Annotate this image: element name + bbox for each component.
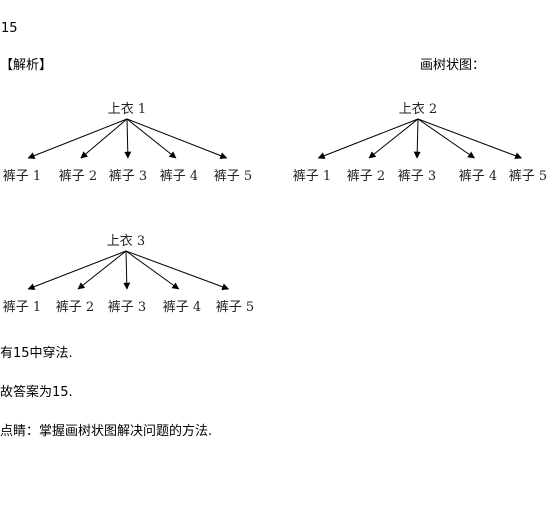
tree-branch-arrow [125,250,180,290]
tree-leaf-label: 裤子 4 [459,169,497,184]
tree-diagram-label: 画树状图： [420,58,486,73]
tree-branch-arrow [27,118,128,159]
ways-count-sentence: 有15中穿法. [0,346,73,361]
tree-leaf-label: 裤子 4 [163,300,201,315]
tree-diagrams: 上衣 1 裤子 1 裤子 2 裤子 3 裤子 4 裤子 5 上衣 2 裤子 1 裤子 2 裤子 3… [3,101,547,315]
tree-leaf-label: 裤子 2 [59,169,97,184]
tree-root-label: 上衣 2 [399,101,437,117]
tree-leaf-label: 裤子 2 [347,169,385,184]
tree-branch-arrow [126,118,228,159]
tree-leaf-label: 裤子 5 [509,169,547,184]
tree-leaf-label: 裤子 5 [216,300,254,315]
tree-leaf-label: 裤子 5 [214,169,252,184]
tree-branch-arrow [413,118,421,159]
tree-branch-arrow [123,250,131,290]
tree-leaf-label: 裤子 3 [108,300,146,315]
tree-branch-arrow [77,250,127,290]
tree-root-label: 上衣 1 [108,101,146,117]
answer-value: 15 [1,21,18,36]
tree-branch-arrow [368,118,419,159]
tree-branch-arrow [317,118,419,159]
tree-branch-arrow [27,250,127,290]
tree-leaf-label: 裤子 1 [293,169,331,184]
tree-leaf-label: 裤子 3 [109,169,147,184]
tree-leaf-label: 裤子 1 [3,300,41,315]
tree-leaf-label: 裤子 3 [398,169,436,184]
tip-sentence: 点睛：掌握画树状图解决问题的方法. [0,424,213,439]
conclusion-sentence: 故答案为15. [0,385,73,400]
tree-branch-arrow [80,118,128,159]
tree-branch-arrow [417,118,475,159]
tree-leaf-label: 裤子 1 [3,169,41,184]
analysis-label: 【解析】 [0,58,53,73]
tree-branch-arrow [125,250,230,291]
tree-branch-arrow [124,118,132,159]
tree-branch-arrow [126,118,177,159]
tree-root-label: 上衣 3 [107,233,145,249]
tree-leaf-label: 裤子 2 [56,300,94,315]
tree-branch-arrow [417,118,523,160]
tree-leaf-label: 裤子 4 [160,169,198,184]
